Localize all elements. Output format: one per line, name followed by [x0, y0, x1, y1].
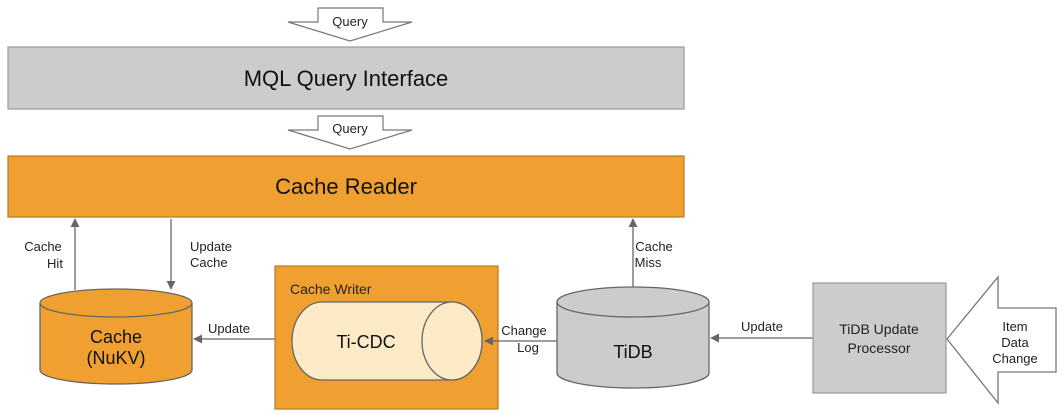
- tidb-label: TiDB: [613, 342, 652, 362]
- mid-query-label: Query: [332, 121, 368, 136]
- top-query-label: Query: [332, 14, 368, 29]
- ticdc-cylinder: Ti-CDC: [291, 301, 483, 381]
- mql-query-interface-box: MQL Query Interface: [7, 46, 685, 110]
- cache-label-2: (NuKV): [86, 348, 145, 368]
- change-log-label-2: Log: [517, 340, 539, 355]
- update-cache-label-1: Update: [190, 239, 232, 254]
- processor-label-1: TiDB Update: [839, 321, 919, 337]
- cache-hit-label-2: Hit: [47, 256, 63, 271]
- update-left-label: Update: [208, 321, 250, 336]
- mql-interface-label: MQL Query Interface: [244, 66, 449, 91]
- item-data-change-label-3: Change: [992, 351, 1038, 366]
- update-cache-label-2: Cache: [190, 255, 228, 270]
- tidb-cylinder: TiDB: [556, 286, 710, 389]
- cache-nukv-cylinder: Cache (NuKV): [39, 288, 193, 385]
- item-data-change-label-2: Data: [1001, 335, 1029, 350]
- processor-label-2: Processor: [847, 340, 910, 356]
- cache-miss-label-1: Cache: [635, 239, 673, 254]
- tidb-update-processor-box: TiDB Update Processor: [812, 282, 947, 394]
- cache-hit-label-1: Cache: [24, 239, 62, 254]
- top-query-arrow: Query: [287, 7, 413, 42]
- cache-writer-box: Cache Writer Ti-CDC: [274, 265, 499, 410]
- item-data-change-arrow: Item Data Change: [946, 275, 1057, 405]
- cache-reader-box: Cache Reader: [7, 155, 685, 218]
- item-data-change-label-1: Item: [1002, 319, 1027, 334]
- ticdc-label: Ti-CDC: [336, 332, 395, 352]
- cache-writer-label: Cache Writer: [290, 281, 372, 297]
- cache-miss-label-2: Miss: [635, 255, 662, 270]
- change-log-label-1: Change: [501, 323, 547, 338]
- mid-query-arrow: Query: [287, 115, 413, 150]
- update-right-label: Update: [741, 319, 783, 334]
- cache-reader-label: Cache Reader: [275, 174, 417, 199]
- cache-label-1: Cache: [90, 327, 142, 347]
